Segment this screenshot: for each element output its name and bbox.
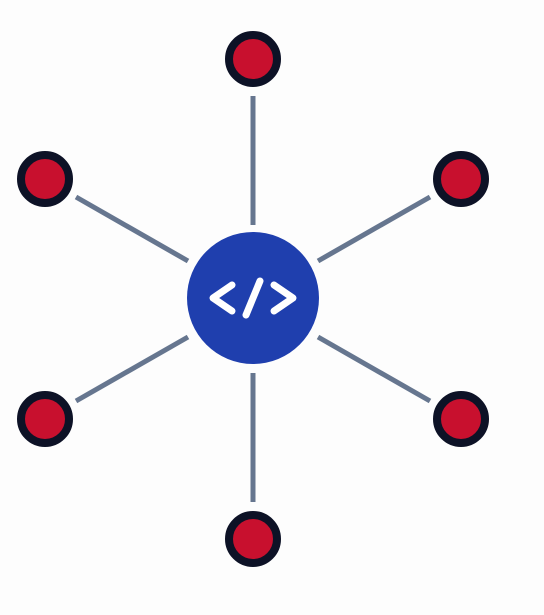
node-bottom (225, 511, 281, 567)
spoke-upper-left (74, 194, 190, 264)
node-lower-right (433, 391, 489, 447)
node-upper-left (17, 151, 73, 207)
spoke-upper-right (316, 194, 432, 264)
spoke-lower-left (74, 334, 190, 404)
spoke-lower-right (316, 334, 432, 404)
node-upper-right (433, 151, 489, 207)
node-lower-left (17, 391, 73, 447)
code-icon (209, 277, 297, 319)
node-top (225, 31, 281, 87)
